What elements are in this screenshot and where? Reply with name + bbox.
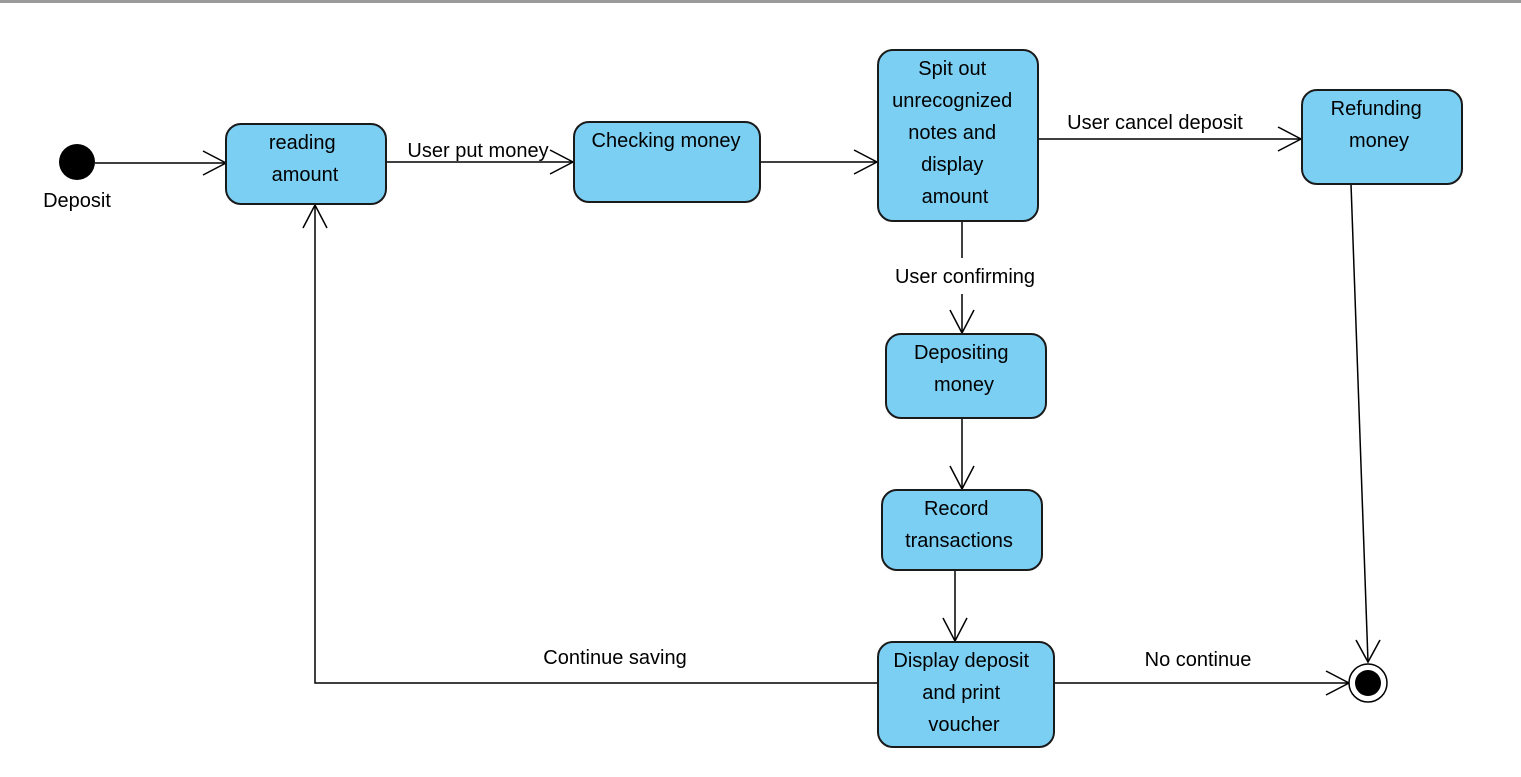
state-checking-money: Checking money	[573, 121, 761, 203]
label-user-confirming: User confirming	[895, 266, 1035, 288]
svg-text:Depositing money: Depositing money	[914, 342, 1014, 396]
transition-continue-saving	[302, 203, 878, 684]
window-top-border	[0, 0, 1521, 3]
svg-text:reading amount: reading amount	[269, 132, 341, 186]
transition-checking-to-spit	[760, 149, 879, 175]
transition-record-to-display	[942, 570, 968, 643]
svg-text:Refunding money: Refunding money	[1331, 98, 1428, 152]
transition-depositing-to-record	[949, 418, 975, 491]
state-spit-out-notes: Spit out unrecognized notes and display …	[877, 49, 1039, 222]
final-state-node	[1348, 663, 1388, 703]
transition-no-continue	[1054, 670, 1351, 696]
state-record-transactions: Record transactions	[881, 489, 1043, 571]
svg-text:Spit out unrecognized: Spit out unrecognized notes and display …	[892, 58, 1018, 208]
transition-refund-to-final	[1350, 183, 1381, 664]
label-no-continue: No continue	[1145, 649, 1252, 671]
initial-state-node	[59, 144, 95, 180]
state-refunding-money: Refunding money	[1301, 89, 1463, 185]
label-user-put-money: User put money	[407, 140, 548, 162]
label-user-cancel-deposit: User cancel deposit	[1067, 112, 1243, 134]
state-reading-amount: reading amount	[225, 123, 387, 205]
state-depositing-money: Depositing money	[885, 333, 1047, 419]
transition-initial-to-reading	[95, 150, 228, 176]
initial-state-label: Deposit	[43, 190, 111, 212]
state-display-deposit-print-voucher: Display deposit and print voucher	[877, 641, 1055, 748]
svg-text:Display deposit and prin: Display deposit and print voucher	[893, 650, 1034, 736]
label-continue-saving: Continue saving	[543, 647, 686, 669]
svg-text:Record transactions: Record transactions	[905, 498, 1013, 552]
svg-text:Checking money: Checking money	[592, 130, 741, 152]
